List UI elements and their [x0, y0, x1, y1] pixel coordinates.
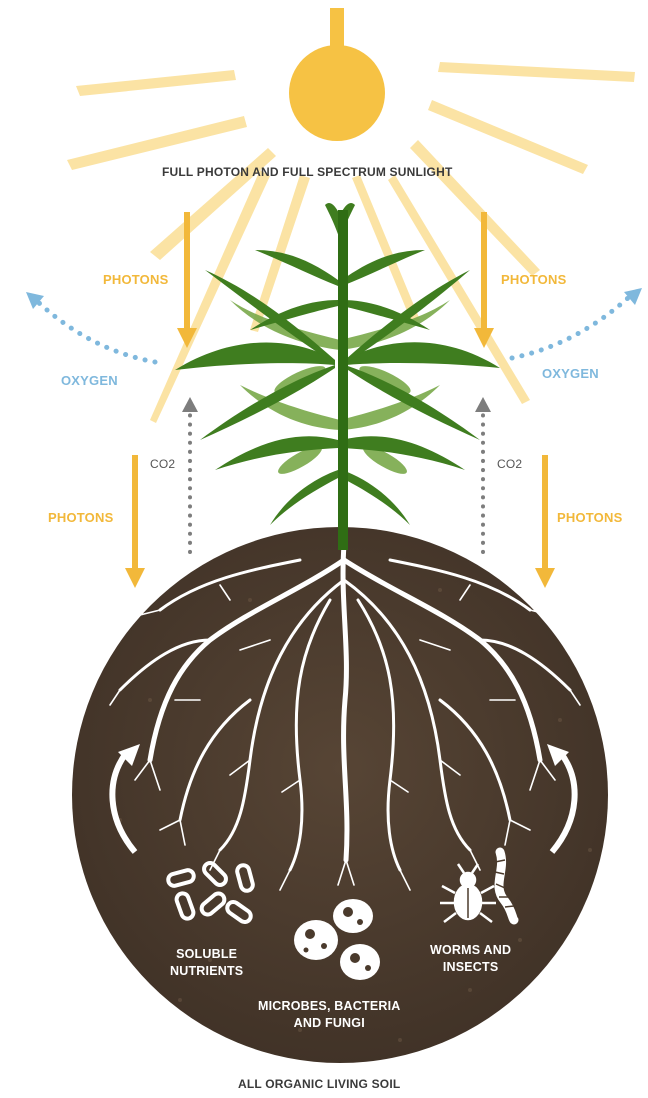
plant-stem [338, 210, 348, 550]
photons-label-top-right: PHOTONS [501, 272, 566, 287]
microbes-label-line1: MICROBES, BACTERIA [258, 998, 401, 1015]
oxygen-arrows [38, 298, 628, 362]
oxygen-label-right: OXYGEN [542, 366, 599, 381]
photons-label-top-left: PHOTONS [103, 272, 168, 287]
sun-icon [289, 8, 385, 141]
oxygen-arrowhead-left [26, 292, 44, 309]
photons-label-bottom-right: PHOTONS [557, 510, 622, 525]
worms-label-line1: WORMS AND [430, 942, 511, 959]
nutrients-label-line1: SOLUBLE [170, 946, 243, 963]
oxygen-label-left: OXYGEN [61, 373, 118, 388]
nutrients-label-line2: NUTRIENTS [170, 963, 243, 980]
footer-label: ALL ORGANIC LIVING SOIL [238, 1077, 400, 1091]
worms-label: WORMS AND INSECTS [430, 942, 511, 976]
diagram-title: FULL PHOTON AND FULL SPECTRUM SUNLIGHT [162, 165, 453, 179]
microbes-label: MICROBES, BACTERIA AND FUNGI [258, 998, 401, 1032]
co2-arrowhead-right [475, 397, 491, 412]
co2-arrowhead-left [182, 397, 198, 412]
oxygen-arc-right [512, 298, 628, 358]
photon-arrow-bottom-left [125, 455, 145, 588]
nutrients-label: SOLUBLE NUTRIENTS [170, 946, 243, 980]
photon-arrow-bottom-right [535, 455, 555, 588]
co2-label-right: CO2 [497, 457, 522, 471]
worms-label-line2: INSECTS [430, 959, 511, 976]
microbes-label-line2: AND FUNGI [258, 1015, 401, 1032]
oxygen-arc-left [38, 302, 155, 362]
photons-label-bottom-left: PHOTONS [48, 510, 113, 525]
co2-label-left: CO2 [150, 457, 175, 471]
